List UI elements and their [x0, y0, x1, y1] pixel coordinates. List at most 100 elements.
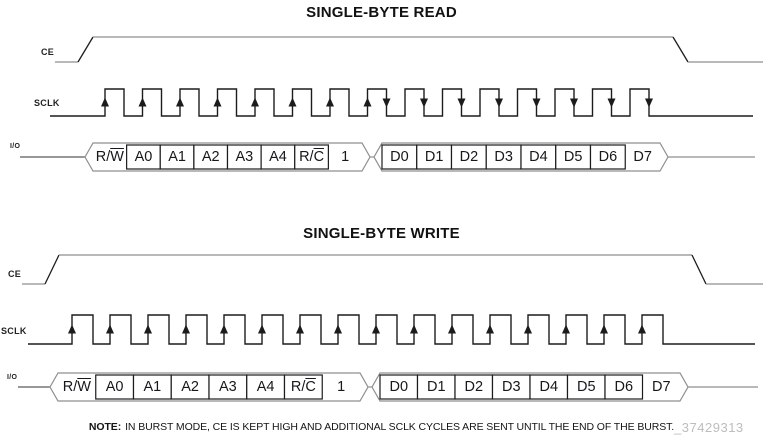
note-row: NOTE:IN BURST MODE, CE IS KEPT HIGH AND … — [0, 420, 763, 435]
bus-cell-box — [520, 144, 557, 170]
bus-cell-d2: D2 — [464, 379, 484, 395]
diagram-title-write: SINGLE-BYTE WRITE — [303, 225, 460, 242]
bus-cell-a2: A2 — [201, 149, 220, 165]
bus-cell-box — [416, 374, 456, 400]
bus-cell-box — [208, 374, 248, 400]
bus-cell-box — [454, 374, 494, 400]
bus-cell-rc: R/C — [290, 379, 316, 395]
bus-cell-1: 1 — [337, 379, 346, 395]
bus-cell-box — [126, 144, 161, 170]
note-inner: NOTE:IN BURST MODE, CE IS KEPT HIGH AND … — [88, 420, 743, 435]
falling-edge-arrow-icon — [570, 98, 578, 108]
sclk-waveform-write — [28, 314, 755, 345]
diagram-title-read: SINGLE-BYTE READ — [306, 4, 457, 21]
rising-edge-arrow-icon — [296, 324, 304, 334]
rising-edge-arrow-icon — [182, 324, 190, 334]
bus-cell-a3: A3 — [219, 379, 237, 395]
rising-edge-arrow-icon — [410, 324, 418, 334]
overlined-char: C — [313, 149, 325, 165]
bus-cell-box — [566, 374, 606, 400]
bus-cell-rc: R/C — [299, 149, 325, 165]
rising-edge-arrow-icon — [251, 97, 259, 107]
bus-cell-d5: D5 — [563, 149, 583, 165]
bus-cell-d0: D0 — [389, 379, 409, 395]
rising-edge-arrow-icon — [562, 324, 570, 334]
bus-cell-d6: D6 — [614, 379, 634, 395]
bus-cell-d1: D1 — [424, 149, 444, 165]
note-label: NOTE: — [88, 421, 122, 433]
bus-cell-box — [589, 144, 626, 170]
io-label-read: I/O — [10, 143, 21, 150]
bus-cell-box — [379, 374, 419, 400]
bus-cell-a2: A2 — [181, 379, 199, 395]
bus-cell-d4: D4 — [539, 379, 559, 395]
rising-edge-arrow-icon — [138, 97, 147, 107]
overlined-char: C — [305, 379, 316, 395]
rising-edge-arrow-icon — [68, 324, 76, 334]
rising-edge-arrow-icon — [101, 97, 109, 107]
bus-cell-a0: A0 — [105, 379, 124, 395]
rising-edge-arrow-icon — [600, 324, 608, 334]
overlined-char: W — [77, 379, 91, 395]
ce-label-read: CE — [41, 47, 55, 57]
sclk-label-read: SCLK — [34, 98, 60, 108]
rising-edge-arrow-icon — [213, 97, 222, 107]
bus-cell-d3: D3 — [494, 149, 513, 165]
falling-edge-arrow-icon — [382, 98, 391, 108]
bus-cell-box — [555, 144, 592, 170]
bus-cell-box — [604, 374, 644, 400]
rising-edge-arrow-icon — [334, 324, 342, 334]
rising-edge-arrow-icon — [363, 97, 372, 107]
ce-waveform-read — [55, 36, 763, 63]
rising-edge-arrow-icon — [144, 324, 152, 334]
bus-cell-a0: A0 — [134, 149, 153, 165]
sclk-label-write: SCLK — [1, 326, 27, 336]
overlined-char: W — [110, 149, 124, 165]
bus-cell-a4: A4 — [269, 149, 287, 165]
bus-cell-a1: A1 — [168, 149, 186, 165]
bus-cell-box — [381, 144, 418, 170]
rising-edge-arrow-icon — [258, 324, 266, 334]
watermark-text: _37429313 — [674, 420, 744, 435]
bus-cell-d2: D2 — [459, 149, 479, 165]
bus-cell-d6: D6 — [598, 149, 618, 165]
bus-cell-box — [529, 374, 569, 400]
bus-cell-d7: D7 — [651, 379, 671, 395]
bus-cell-a4: A4 — [256, 379, 275, 395]
bus-cell-d3: D3 — [501, 379, 521, 395]
falling-edge-arrow-icon — [457, 98, 466, 108]
rising-edge-arrow-icon — [326, 97, 334, 107]
bus-cell-d4: D4 — [529, 149, 548, 165]
bus-cell-rw: R/W — [62, 379, 91, 395]
bus-cell-box — [485, 144, 522, 170]
rising-edge-arrow-icon — [176, 97, 184, 107]
bus-cell-box — [283, 374, 323, 400]
bus-cell-d5: D5 — [576, 379, 596, 395]
ce-waveform-write — [22, 254, 763, 285]
bus-cell-a1: A1 — [143, 379, 162, 395]
bus-cell-d1: D1 — [426, 379, 446, 395]
rising-edge-arrow-icon — [106, 324, 114, 334]
bus-cell-box — [132, 374, 172, 400]
falling-edge-arrow-icon — [495, 98, 503, 108]
io-label-write: I/O — [7, 374, 18, 381]
falling-edge-arrow-icon — [532, 98, 541, 108]
rising-edge-arrow-icon — [372, 324, 380, 334]
bus-cell-1: 1 — [341, 149, 350, 165]
bus-cell-d0: D0 — [390, 149, 409, 165]
rising-edge-arrow-icon — [638, 324, 646, 334]
falling-edge-arrow-icon — [645, 98, 653, 108]
rising-edge-arrow-icon — [486, 324, 494, 334]
bus-cell-box — [246, 374, 286, 400]
rising-edge-arrow-icon — [524, 324, 532, 334]
bus-cell-rw: R/W — [95, 149, 124, 165]
sclk-waveform-read — [50, 88, 753, 117]
falling-edge-arrow-icon — [420, 98, 428, 108]
rising-edge-arrow-icon — [220, 324, 228, 334]
bus-cell-box — [260, 144, 296, 170]
bus-cell-box — [170, 374, 210, 400]
rising-edge-arrow-icon — [448, 324, 456, 334]
bus-cell-d7: D7 — [633, 149, 652, 165]
bus-cell-box — [450, 144, 487, 170]
